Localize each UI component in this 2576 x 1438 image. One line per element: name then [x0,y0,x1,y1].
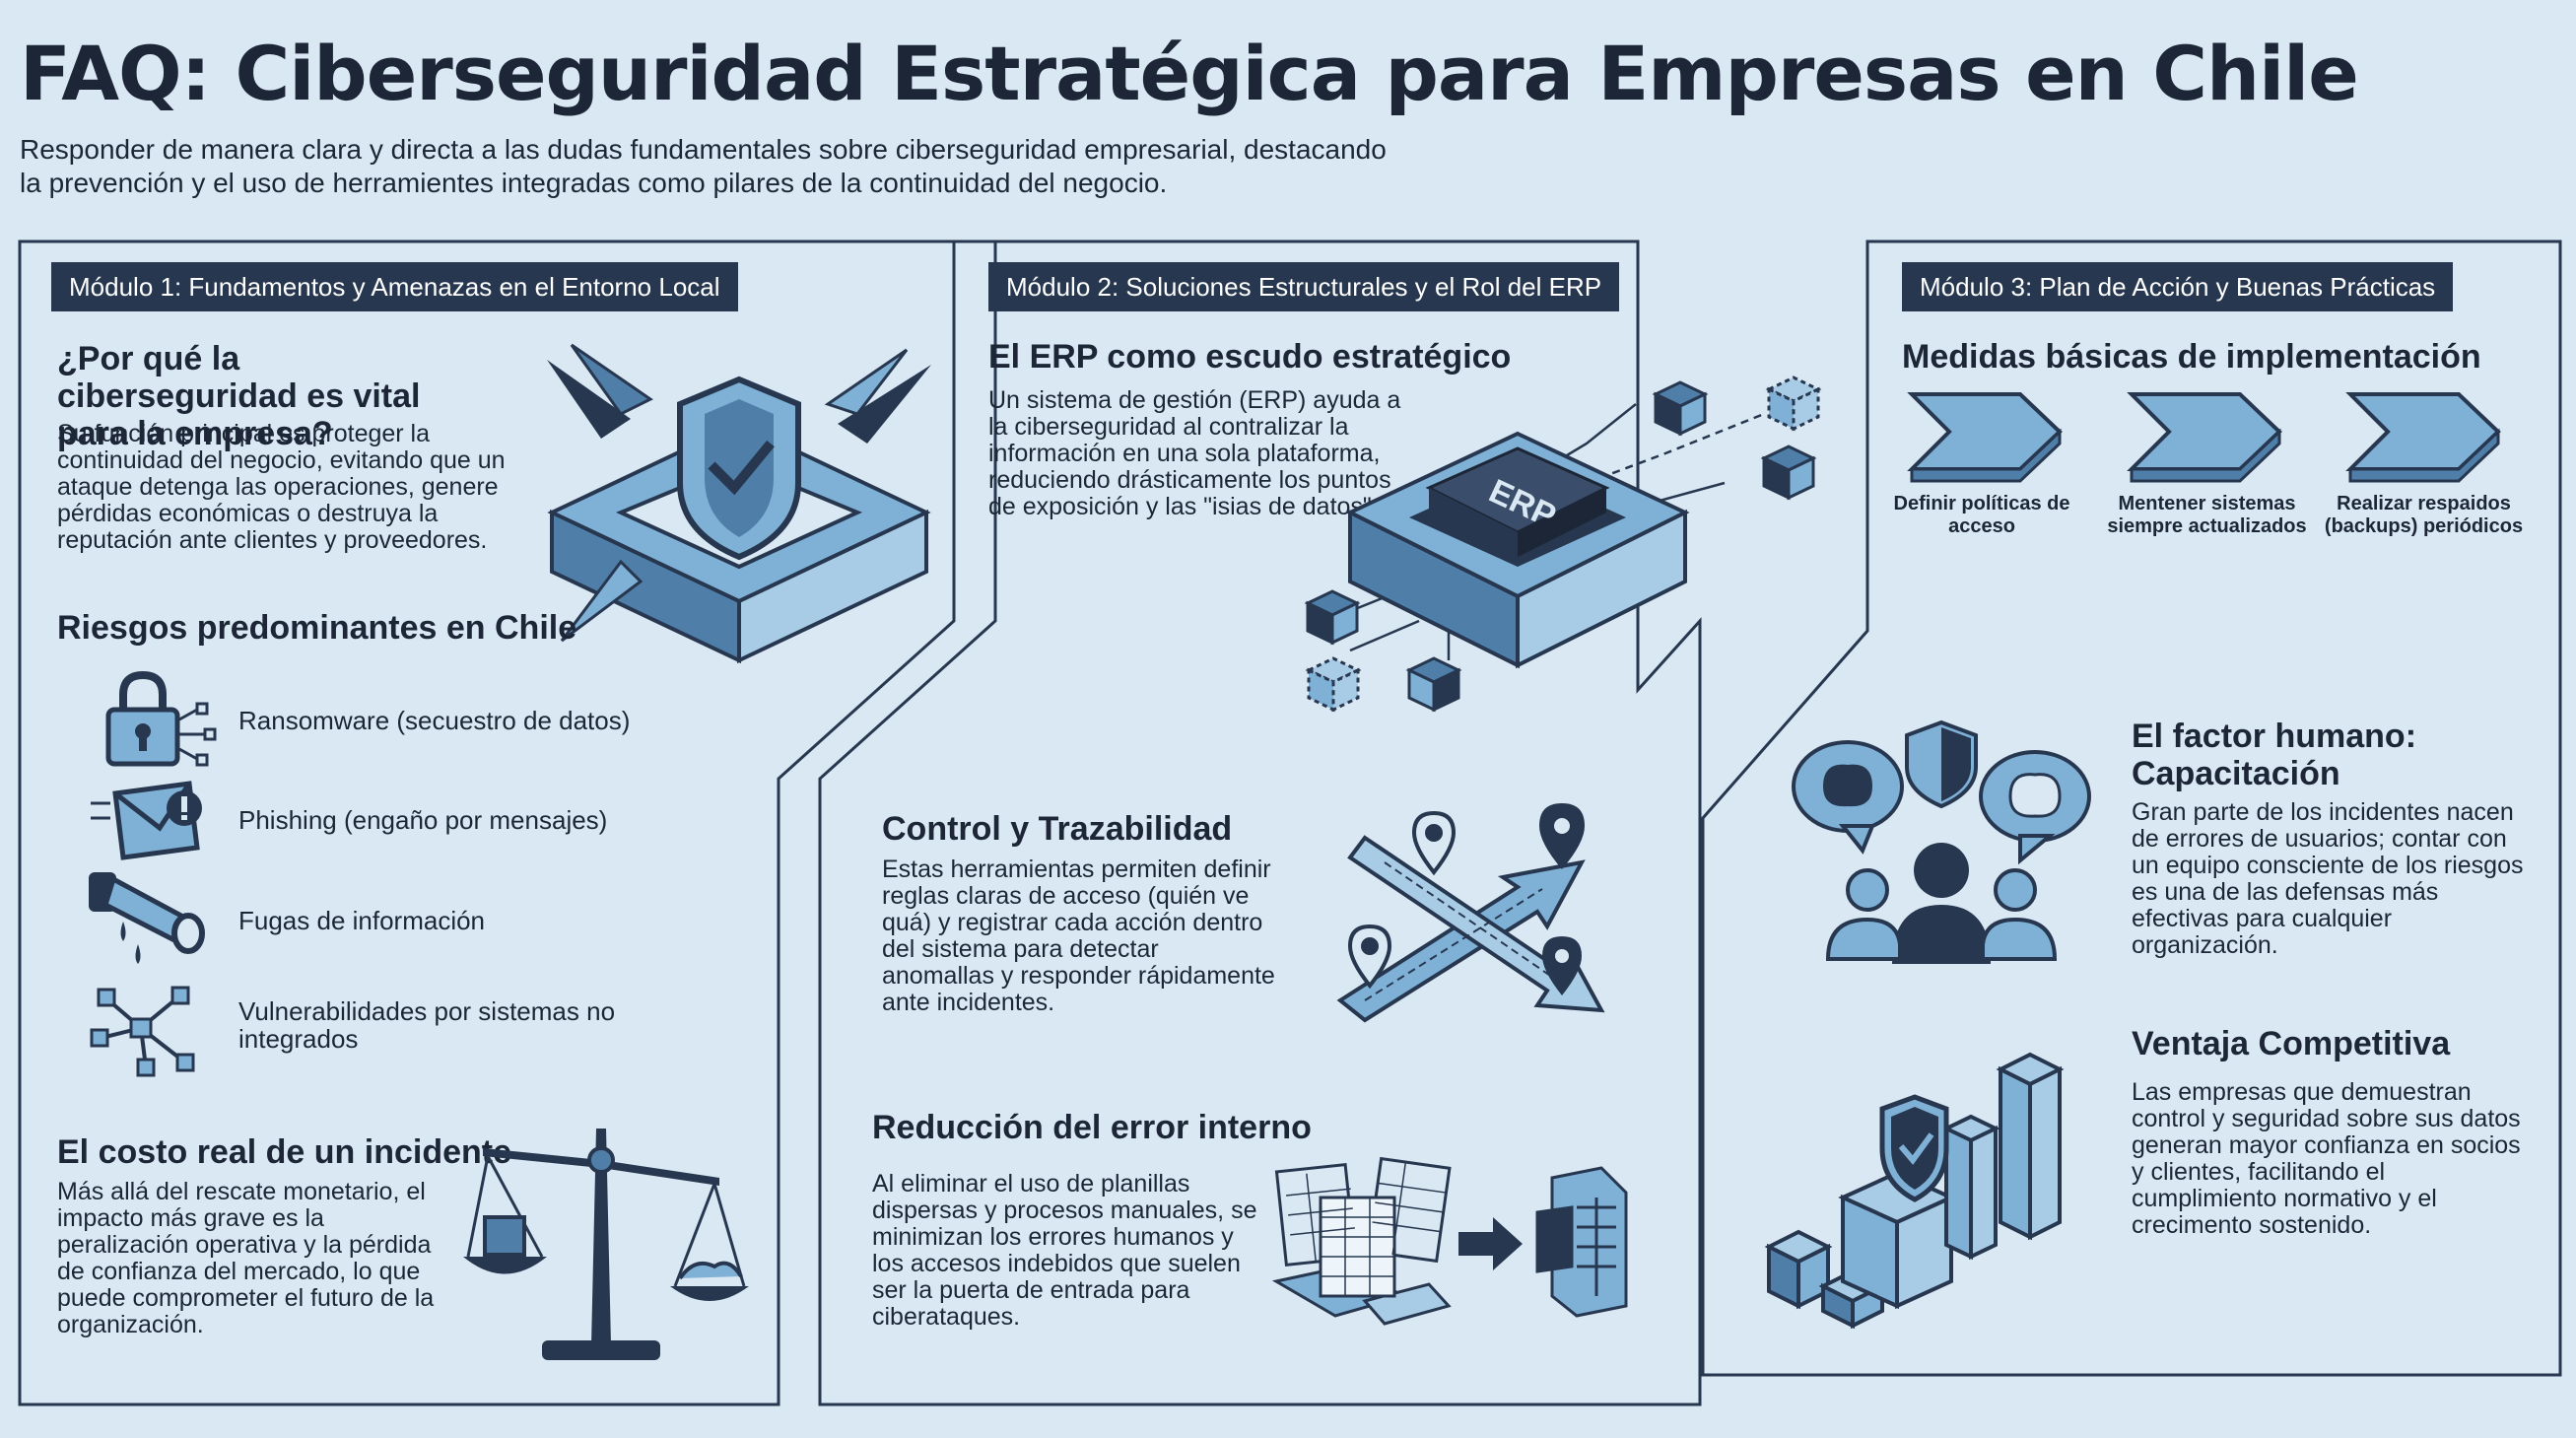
advantage-body: Las empresas que demuestran control y se… [2132,1078,2521,1239]
risks-title: Riesgos predominantes en Chile [57,609,577,647]
envelope-alert-icon [91,781,202,860]
page-subtitle: Responder de manera clara y directa a la… [20,134,1387,198]
chevron-step-3-icon [2345,392,2501,483]
step-2-label: Mentener sistemas siempre actualizados [2107,493,2307,537]
human-title: El factor humano: Capacitación [2132,718,2417,792]
trace-arrows-icon [1336,803,1605,1023]
scale-icon [463,1129,749,1360]
shield-breach-icon [547,343,931,664]
advantage-title: Ventaja Competitiva [2132,1025,2451,1062]
risk-ransomware: Ransomware (secuestro de datos) [238,706,631,735]
page-title: FAQ: Ciberseguridad Estratégica para Emp… [20,30,2359,117]
leaking-pipe-icon [89,872,205,964]
module2-frame [818,240,1702,1406]
erp-title: El ERP como escudo estratégico [988,338,1512,376]
human-body: Gran parte de los incidentes nacen de er… [2132,798,2524,959]
q1-body: Su función principal es proteger la cont… [57,420,506,554]
cost-body: Más allá del rescate monetario, el impac… [57,1178,435,1338]
risk-phishing: Phishing (engaño por mensajes) [238,805,608,835]
network-nodes-icon [90,986,195,1077]
control-body: Estas herramientas permiten definir regl… [882,856,1275,1016]
risk-vulnerabilities: Vulnerabilidades por sistemas no integra… [238,996,616,1054]
error-title: Reducción del error interno [872,1109,1312,1146]
module3-tag: Módulo 3: Plan de Acción y Buenas Prácti… [1902,262,2454,311]
erp-platform-icon: ERP [1304,376,1822,713]
padlock-icon [105,670,217,767]
chevron-step-2-icon [2127,392,2282,483]
team-training-icon [1792,719,2091,964]
spreadsheets-to-document-icon [1271,1156,1628,1326]
module2-tag: Módulo 2: Soluciones Estructurales y el … [988,262,1620,311]
chevron-step-1-icon [1907,392,2063,483]
module1-tag: Módulo 1: Fundamentos y Amenazas en el E… [51,262,738,311]
error-body: Al eliminar el uso de planillas dispersa… [872,1170,1257,1331]
erp-body: Un sistema de gestión (ERP) ayuda a la c… [988,386,1401,520]
growth-shield-icon [1764,1052,2065,1330]
control-title: Control y Trazabilidad [882,810,1233,848]
measures-title: Medidas básicas de implementación [1902,338,2481,376]
risk-leaks: Fugas de información [238,906,486,935]
step-1-label: Definir políticas de acceso [1893,493,2070,537]
module3-frame [1701,240,2562,1377]
cost-title: El costo real de un incidente [57,1133,511,1171]
step-3-label: Realizar respaidos (backups) periódicos [2324,493,2524,537]
q1-title: ¿Por qué la ciberseguridad es vital para… [57,340,421,452]
